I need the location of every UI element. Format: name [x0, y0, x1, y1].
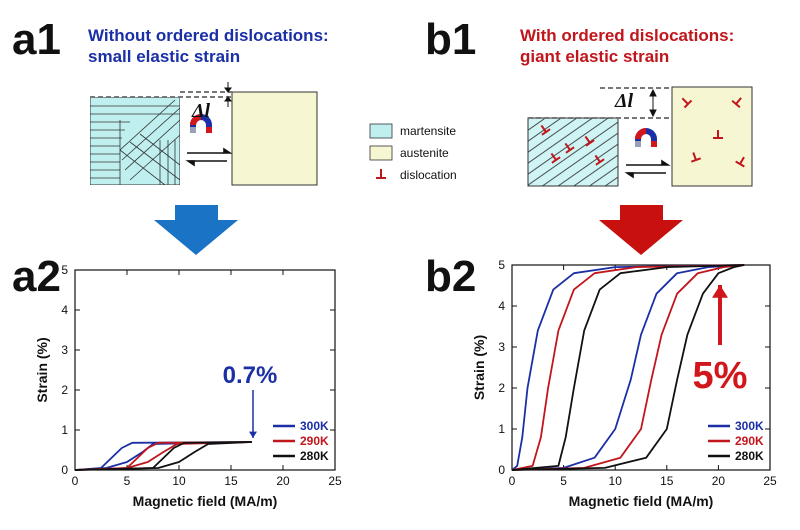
x-tick-label: 15 [660, 474, 674, 488]
y-tick-label: 3 [498, 340, 505, 354]
annotation-label: 0.7% [223, 362, 278, 389]
annotation-label: 5% [693, 355, 748, 397]
panel-b1-title-line1: With ordered dislocations: [520, 26, 735, 45]
y-tick-label: 1 [61, 423, 68, 437]
x-tick-label: 10 [609, 474, 623, 488]
dislocation-icon [690, 152, 702, 163]
a1-delta-arrows [224, 82, 232, 107]
legend-label-dislocation: dislocation [400, 168, 457, 182]
plot-frame [511, 264, 771, 471]
x-tick-label: 15 [224, 474, 238, 488]
legend-label-300K: 300K [300, 419, 329, 433]
x-axis-label: Magnetic field (MA/m) [569, 493, 714, 509]
panel-label-b2: b2 [425, 252, 477, 301]
x-tick-label: 25 [328, 474, 342, 488]
y-tick-label: 1 [498, 422, 505, 436]
y-axis-label: Strain (%) [471, 335, 487, 400]
panel-label-b1: b1 [425, 15, 477, 64]
series-curve-290K-unloading [511, 264, 745, 471]
dislocation-icon [564, 142, 575, 154]
y-tick-label: 4 [61, 303, 68, 317]
y-tick-label: 0 [61, 463, 68, 477]
y-axis-label: Strain (%) [34, 337, 50, 402]
panel-a1-title-line1: Without ordered dislocations: [88, 26, 329, 45]
x-tick-label: 5 [124, 474, 131, 488]
b1-austenite-box [671, 86, 753, 187]
y-tick-label: 2 [498, 381, 505, 395]
x-tick-label: 20 [276, 474, 290, 488]
legend-label-austenite: austenite [400, 146, 449, 160]
panel-label-a2: a2 [12, 252, 61, 301]
b1-martensite-dislocations [540, 124, 605, 166]
series-curve-280K-unloading [511, 264, 745, 471]
x-tick-label: 5 [560, 474, 567, 488]
b1-delta-arrow [649, 88, 657, 118]
a1-delta-label: Δl [192, 100, 211, 122]
legend-label-290K: 290K [735, 434, 764, 448]
x-tick-label: 10 [172, 474, 186, 488]
legend-swatch-martensite [369, 123, 393, 139]
y-tick-label: 3 [61, 343, 68, 357]
b1-delta-label: Δl [615, 90, 634, 112]
legend-label-martensite: martensite [400, 124, 457, 138]
legend-label-290K: 290K [300, 434, 329, 448]
bidirectional-arrow-icon [624, 159, 671, 179]
x-tick-label: 20 [712, 474, 726, 488]
legend-label-280K: 280K [300, 449, 329, 463]
x-tick-label: 0 [509, 474, 516, 488]
panel-a1-title: Without ordered dislocations: small elas… [88, 25, 329, 67]
x-tick-label: 0 [72, 474, 79, 488]
dislocation-icon [584, 135, 595, 147]
y-tick-label: 5 [498, 258, 505, 272]
annotation-arrow-head [249, 431, 257, 438]
y-tick-label: 2 [61, 383, 68, 397]
a1-austenite-box [231, 91, 318, 186]
annotation-arrow-head [712, 285, 728, 298]
y-tick-label: 0 [498, 463, 505, 477]
b1-austenite-dislocations [681, 97, 745, 168]
panel-b1-title-line2: giant elastic strain [520, 47, 670, 66]
dislocation-icon [731, 97, 742, 108]
panel-a1-title-line2: small elastic strain [88, 47, 241, 66]
b1-martensite-box [527, 117, 619, 187]
magnet-icon [635, 128, 657, 147]
plot-frame [74, 269, 336, 471]
series-curve-280K-unloading [74, 441, 252, 471]
legend-label-280K: 280K [735, 449, 764, 463]
y-tick-label: 5 [61, 263, 68, 277]
y-tick-label: 4 [498, 299, 505, 313]
x-axis-label: Magnetic field (MA/m) [133, 493, 278, 509]
series-curve-290K-loading [511, 264, 745, 471]
dislocation-icon [550, 152, 561, 164]
legend-label-300K: 300K [735, 419, 764, 433]
down-arrow-icon [154, 205, 238, 255]
legend-dislocation-icon [376, 169, 386, 179]
magnet-icon [190, 114, 212, 133]
series-curve-300K-unloading [511, 264, 745, 471]
panel-label-a1: a1 [12, 15, 61, 64]
series-curve-300K-loading [511, 264, 745, 471]
dislocation-icon [681, 97, 693, 109]
dislocation-icon [713, 130, 723, 139]
dislocation-icon [594, 154, 605, 166]
panel-b1-title: With ordered dislocations: giant elastic… [520, 25, 734, 67]
dislocation-icon [540, 124, 551, 136]
x-tick-label: 25 [763, 474, 777, 488]
a1-martensite-box [90, 97, 180, 185]
dislocation-icon [735, 156, 745, 168]
series-curve-280K-loading [511, 264, 745, 471]
legend-swatch-austenite [369, 145, 393, 161]
bidirectional-arrow-icon [185, 147, 233, 167]
down-arrow-icon [599, 205, 683, 255]
